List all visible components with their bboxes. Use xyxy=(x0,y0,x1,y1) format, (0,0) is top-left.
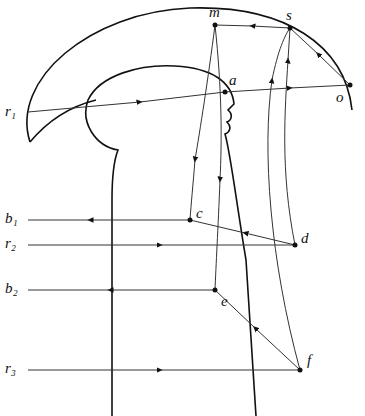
nerve-label: r₂ xyxy=(5,236,16,251)
cerebrum-outline xyxy=(27,8,352,142)
nerve-path xyxy=(28,245,160,246)
centre-letter: c xyxy=(196,206,203,221)
nerve-path xyxy=(190,160,195,220)
nerve-path xyxy=(215,290,255,328)
nerve-label: b₁ xyxy=(5,211,18,226)
brainstem-outline xyxy=(86,66,256,416)
nerve-path xyxy=(318,54,350,85)
centre-dot xyxy=(298,368,303,373)
brain-outline xyxy=(27,8,352,416)
nerve-path xyxy=(290,85,350,88)
nerve-path xyxy=(28,102,140,112)
nerve-label: r₃ xyxy=(5,361,16,376)
nerve-path xyxy=(28,220,90,221)
nerve-path xyxy=(215,25,221,180)
nerve-path xyxy=(28,370,160,371)
nerve-path xyxy=(160,370,300,371)
nerve-path xyxy=(190,220,245,233)
centre-letter: e xyxy=(221,294,228,309)
centre-dot xyxy=(223,90,228,95)
nerve-path xyxy=(252,26,290,28)
nerve-path xyxy=(290,28,318,54)
nerve-path xyxy=(285,60,295,245)
centre-dot xyxy=(348,83,353,88)
nerve-path xyxy=(28,290,110,291)
nerve-path xyxy=(288,28,290,60)
centre-dot xyxy=(288,26,293,31)
centre-letter: m xyxy=(209,5,220,20)
nerve-path xyxy=(272,28,290,80)
nerve-path xyxy=(160,245,295,246)
nerve-path xyxy=(215,25,252,26)
nerve-path xyxy=(255,328,300,370)
nerve-path xyxy=(140,92,225,102)
centre-letter: o xyxy=(336,90,344,105)
nerve-path xyxy=(245,233,295,245)
centre-letter: a xyxy=(229,73,237,88)
centre-letter: s xyxy=(286,8,292,23)
nerve-path xyxy=(215,180,220,290)
centre-dot xyxy=(213,23,218,28)
nerve-path xyxy=(195,25,215,160)
nerve-label: r₁ xyxy=(5,104,16,119)
nerve-label: b₂ xyxy=(5,281,18,296)
nerve-path xyxy=(110,290,215,291)
centre-letter: d xyxy=(301,231,309,246)
nerve-path xyxy=(225,88,290,92)
nerve-centres xyxy=(188,23,353,373)
nerve-paths xyxy=(28,25,350,370)
centre-letter: f xyxy=(307,353,311,368)
nerve-path xyxy=(90,220,190,221)
centre-dot xyxy=(188,218,193,223)
centre-dot xyxy=(213,288,218,293)
centre-dot xyxy=(293,243,298,248)
nerve-path xyxy=(268,80,300,370)
